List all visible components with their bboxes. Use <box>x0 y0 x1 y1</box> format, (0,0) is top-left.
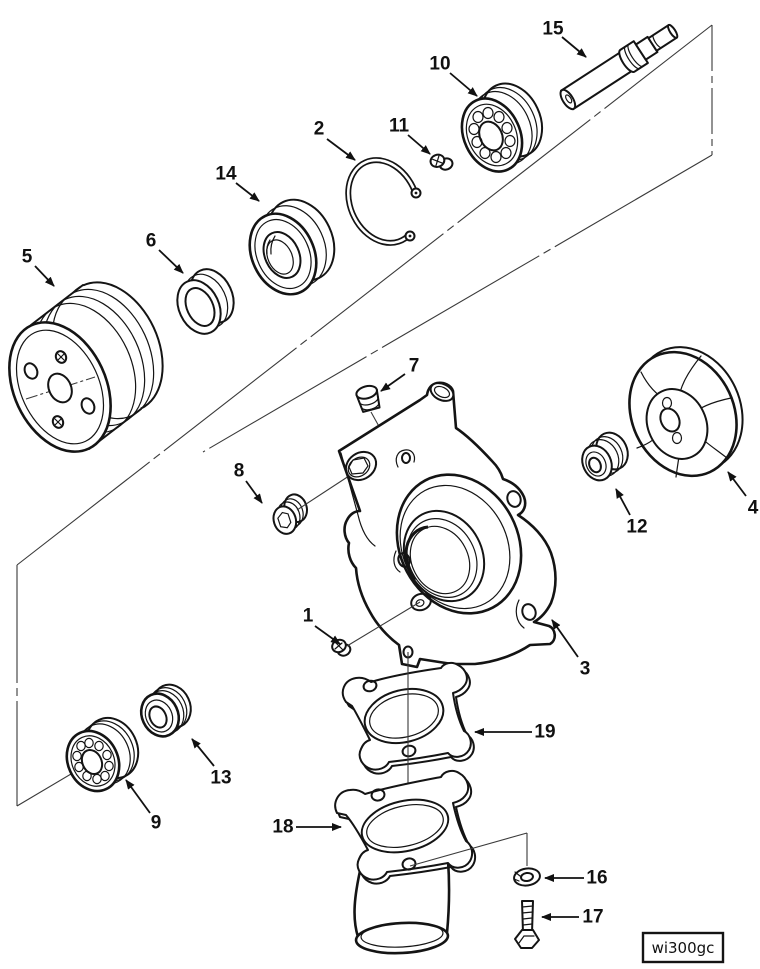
part-5-pulley <box>8 281 164 453</box>
callout-1-arrow <box>314 625 341 645</box>
callout-2-number: 2 <box>314 119 325 140</box>
callout-9-number: 9 <box>151 813 162 834</box>
housing-screw-hole <box>410 592 432 612</box>
callout-11-arrow <box>407 134 431 155</box>
callout-2-arrow <box>326 138 356 161</box>
housing-ear-hole-bottom-right <box>521 603 537 621</box>
part-9-bearing <box>65 716 140 793</box>
callout-12: 12 <box>615 488 648 538</box>
callout-3-number: 3 <box>580 659 591 680</box>
callout-3-arrow <box>551 619 579 658</box>
callout-18: 18 <box>272 817 342 838</box>
bolt-alignment-lines <box>409 832 528 867</box>
bearing-9-ball-cage <box>72 737 114 785</box>
callout-6-arrow <box>158 249 184 274</box>
callout-17: 17 <box>541 907 604 928</box>
callout-19: 19 <box>474 722 556 743</box>
part-10-bearing <box>460 82 544 173</box>
callout-6-number: 6 <box>146 231 157 252</box>
part-4-impeller <box>628 346 744 478</box>
callout-16: 16 <box>544 868 608 889</box>
callout-13-arrow <box>191 738 215 767</box>
housing-hex-socket <box>344 450 378 482</box>
housing-ear-hole-top-right <box>506 490 522 508</box>
part-11-screw <box>429 153 454 171</box>
callout-5-number: 5 <box>22 247 33 268</box>
part-13-seal <box>139 683 192 738</box>
callout-9: 9 <box>125 779 162 834</box>
callout-1-number: 1 <box>303 606 314 627</box>
callout-7-arrow <box>380 373 406 392</box>
callout-8: 8 <box>234 461 263 504</box>
part-12-seal <box>581 431 629 482</box>
construction-centerlines <box>16 24 713 807</box>
part-17-bolt <box>514 900 540 949</box>
part-8-plug <box>272 493 308 535</box>
callout-12-number: 12 <box>626 517 647 538</box>
figure-code-box: wi300gc <box>641 931 725 964</box>
callout-9-arrow <box>125 779 151 814</box>
callout-13-number: 13 <box>210 768 231 789</box>
part-3-housing <box>337 381 557 669</box>
part-7-plug <box>355 384 381 413</box>
callout-17-number: 17 <box>582 907 603 928</box>
callout-16-number: 16 <box>586 868 607 889</box>
callout-10: 10 <box>429 54 478 97</box>
callout-1: 1 <box>303 606 341 645</box>
callout-18-number: 18 <box>272 817 293 838</box>
callout-7-number: 7 <box>409 356 420 377</box>
part-19-gasket <box>341 661 475 775</box>
callout-6: 6 <box>146 231 184 274</box>
part-1-screw <box>331 638 352 657</box>
part-6-spacer <box>176 268 235 335</box>
callout-14-number: 14 <box>215 164 237 185</box>
callout-2: 2 <box>314 119 356 161</box>
callout-8-number: 8 <box>234 461 245 482</box>
part-2-retaining-ring <box>345 157 422 246</box>
part-16-lock-washer <box>513 867 541 887</box>
callout-5-arrow <box>34 265 55 287</box>
callout-8-arrow <box>245 480 263 504</box>
callout-3: 3 <box>551 619 591 680</box>
callout-15-number: 15 <box>542 19 564 40</box>
callout-15: 15 <box>542 19 587 58</box>
callout-12-arrow <box>615 488 631 516</box>
callout-10-number: 10 <box>429 54 450 75</box>
callout-4-number: 4 <box>748 498 759 519</box>
callout-11: 11 <box>389 116 431 155</box>
callout-15-arrow <box>561 36 587 58</box>
callout-13: 13 <box>191 738 232 789</box>
part-18-inlet-connection <box>334 769 477 955</box>
part-14-bearing-race <box>248 198 336 296</box>
callout-7: 7 <box>380 356 420 392</box>
part-15-shaft <box>559 23 679 111</box>
callout-14: 14 <box>215 164 260 202</box>
figure-code-label: wi300gc <box>652 939 715 957</box>
callout-5: 5 <box>22 247 55 287</box>
callout-14-arrow <box>235 182 260 202</box>
housing-bore <box>395 473 523 615</box>
callout-4-arrow <box>727 471 747 497</box>
callout-11-number: 11 <box>389 116 410 137</box>
callout-10-arrow <box>449 72 478 97</box>
callout-19-number: 19 <box>534 722 555 743</box>
callout-4: 4 <box>727 471 759 519</box>
